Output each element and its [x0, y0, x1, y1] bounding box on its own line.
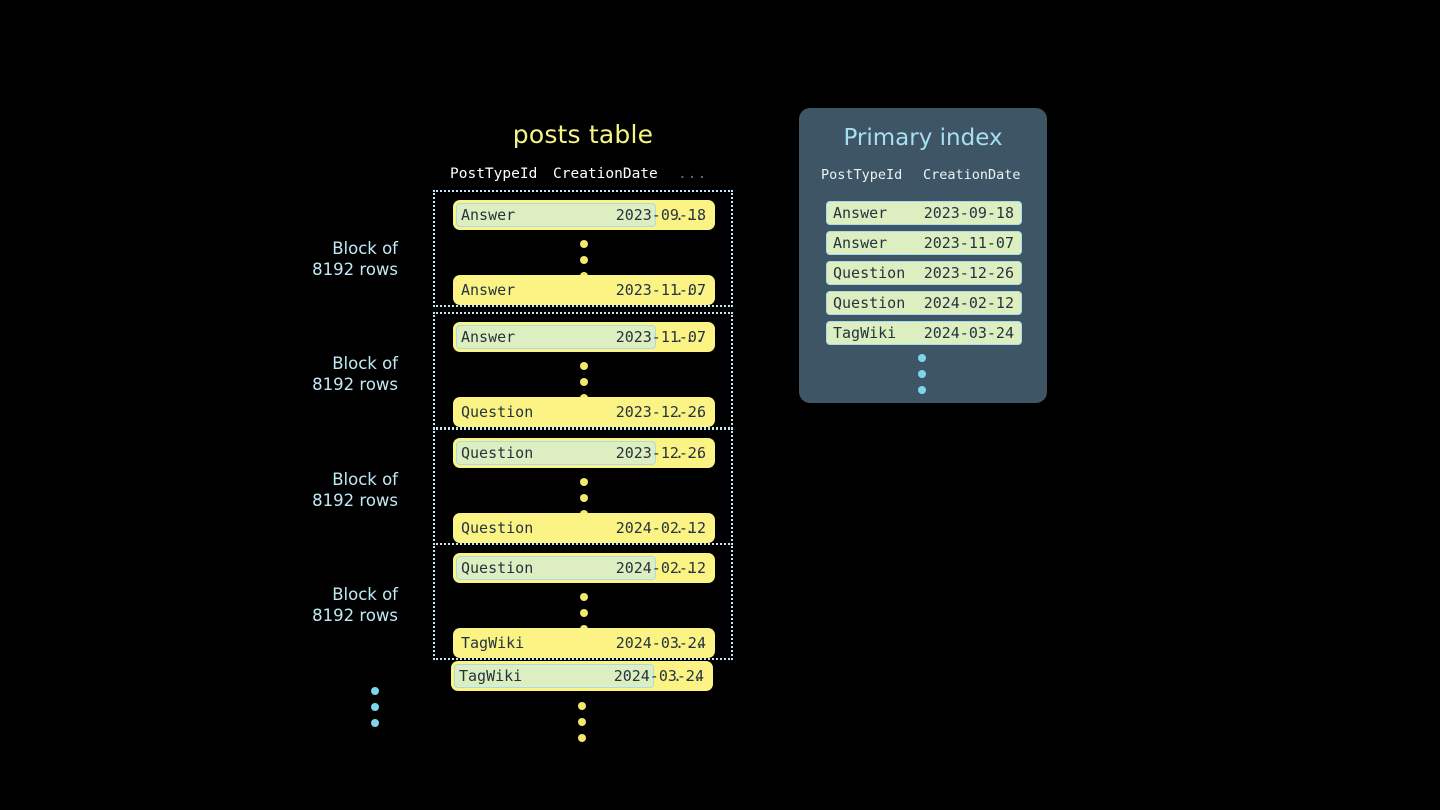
index-row[interactable]: Question 2023-12-26 — [826, 261, 1022, 285]
cell-creationdate: 2024-03-24 — [923, 324, 1014, 342]
table-row-trailing[interactable]: TagWiki 2024-03-24 ... — [451, 661, 713, 691]
row-highlight-box — [454, 664, 654, 688]
index-row[interactable]: TagWiki 2024-03-24 — [826, 321, 1022, 345]
primary-index-column-headers: PostTypeId CreationDate — [799, 167, 1047, 187]
cell-creationdate: 2024-03-24 — [615, 634, 706, 652]
ellipsis-dot — [580, 494, 588, 502]
primary-index-panel: Primary index PostTypeId CreationDate An… — [799, 108, 1047, 403]
block-label-4: Block of 8192 rows — [312, 585, 398, 625]
cell-creationdate: 2024-02-12 — [923, 294, 1014, 312]
cell-more-ellipsis: ... — [675, 559, 706, 577]
block-2: Answer 2023-11-07 ... Question 2023-12-2… — [433, 312, 733, 429]
cell-creationdate: 2023-09-18 — [615, 206, 706, 224]
cell-posttypeid: Answer — [833, 204, 888, 222]
cell-posttypeid: Question — [461, 559, 534, 577]
blocks-ellipsis-vertical — [371, 687, 381, 727]
cell-more-ellipsis: ... — [675, 328, 706, 346]
cell-creationdate: 2023-12-26 — [615, 403, 706, 421]
row-ellipsis-vertical — [580, 593, 590, 633]
index-row[interactable]: Question 2024-02-12 — [826, 291, 1022, 315]
cell-creationdate: 2023-11-07 — [615, 328, 706, 346]
cell-creationdate: 2023-12-26 — [615, 444, 706, 462]
cell-creationdate: 2023-11-07 — [615, 281, 706, 299]
table-row[interactable]: Question 2023-12-26 ... — [453, 397, 715, 427]
ellipsis-dot — [580, 593, 588, 601]
block-label-3: Block of 8192 rows — [312, 470, 398, 510]
cell-more-ellipsis: ... — [675, 444, 706, 462]
cell-creationdate: 2023-09-18 — [923, 204, 1014, 222]
ellipsis-dot — [371, 719, 379, 727]
cell-creationdate: 2024-02-12 — [615, 559, 706, 577]
cell-more-ellipsis: ... — [675, 519, 706, 537]
block-4: Question 2024-02-12 ... TagWiki 2024-03-… — [433, 543, 733, 660]
table-ellipsis-vertical — [578, 702, 588, 742]
row-ellipsis-vertical — [580, 362, 590, 402]
cell-more-ellipsis: ... — [675, 206, 706, 224]
cell-posttypeid: Question — [461, 444, 534, 462]
table-row[interactable]: Question 2024-02-12 ... — [453, 553, 715, 583]
cell-posttypeid: Question — [833, 294, 906, 312]
ellipsis-dot — [580, 609, 588, 617]
block-3: Question 2023-12-26 ... Question 2024-02… — [433, 428, 733, 545]
index-row[interactable]: Answer 2023-09-18 — [826, 201, 1022, 225]
ellipsis-dot — [578, 718, 586, 726]
row-highlight-box — [456, 325, 656, 349]
row-ellipsis-vertical — [580, 240, 590, 280]
cell-posttypeid: TagWiki — [459, 667, 523, 685]
ellipsis-dot — [580, 378, 588, 386]
column-header-posttypeid: PostTypeId — [821, 167, 903, 183]
ellipsis-dot — [918, 370, 926, 378]
block-label-1: Block of 8192 rows — [312, 239, 398, 279]
ellipsis-dot — [580, 240, 588, 248]
cell-posttypeid: Answer — [833, 234, 888, 252]
ellipsis-dot — [580, 362, 588, 370]
ellipsis-dot — [580, 256, 588, 264]
cell-posttypeid: Question — [461, 519, 534, 537]
ellipsis-dot — [580, 478, 588, 486]
cell-more-ellipsis: ... — [675, 634, 706, 652]
ellipsis-dot — [578, 734, 586, 742]
cell-posttypeid: Question — [833, 264, 906, 282]
cell-creationdate: 2024-02-12 — [615, 519, 706, 537]
cell-creationdate: 2023-12-26 — [923, 264, 1014, 282]
ellipsis-dot — [918, 386, 926, 394]
primary-index-title: Primary index — [843, 125, 1003, 151]
posts-table-column-headers: PostTypeId CreationDate ... — [433, 166, 733, 186]
ellipsis-dot — [371, 687, 379, 695]
posts-table-title: posts table — [512, 120, 654, 149]
column-header-posttypeid: PostTypeId — [450, 166, 538, 182]
table-row[interactable]: TagWiki 2024-03-24 ... — [453, 628, 715, 658]
cell-posttypeid: Answer — [461, 328, 516, 346]
table-row[interactable]: Answer 2023-11-07 ... — [453, 322, 715, 352]
cell-more-ellipsis: ... — [675, 281, 706, 299]
cell-posttypeid: Question — [461, 403, 534, 421]
table-row[interactable]: Question 2024-02-12 ... — [453, 513, 715, 543]
cell-posttypeid: TagWiki — [833, 324, 897, 342]
table-row[interactable]: Question 2023-12-26 ... — [453, 438, 715, 468]
column-header-creationdate: CreationDate — [553, 166, 658, 182]
ellipsis-dot — [918, 354, 926, 362]
index-ellipsis-vertical — [918, 354, 928, 394]
cell-posttypeid: Answer — [461, 206, 516, 224]
ellipsis-dot — [578, 702, 586, 710]
cell-more-ellipsis: ... — [673, 667, 704, 685]
cell-creationdate: 2023-11-07 — [923, 234, 1014, 252]
row-highlight-box — [456, 203, 656, 227]
block-1: Answer 2023-09-18 ... Answer 2023-11-07 … — [433, 190, 733, 307]
index-row[interactable]: Answer 2023-11-07 — [826, 231, 1022, 255]
table-row[interactable]: Answer 2023-11-07 ... — [453, 275, 715, 305]
cell-creationdate: 2024-03-24 — [613, 667, 704, 685]
cell-more-ellipsis: ... — [675, 403, 706, 421]
column-header-creationdate: CreationDate — [923, 167, 1021, 183]
row-highlight-box — [456, 556, 656, 580]
table-row[interactable]: Answer 2023-09-18 ... — [453, 200, 715, 230]
cell-posttypeid: TagWiki — [461, 634, 525, 652]
cell-posttypeid: Answer — [461, 281, 516, 299]
column-header-more-ellipsis: ... — [678, 166, 708, 182]
block-label-2: Block of 8192 rows — [312, 354, 398, 394]
row-ellipsis-vertical — [580, 478, 590, 518]
row-highlight-box — [456, 441, 656, 465]
ellipsis-dot — [371, 703, 379, 711]
